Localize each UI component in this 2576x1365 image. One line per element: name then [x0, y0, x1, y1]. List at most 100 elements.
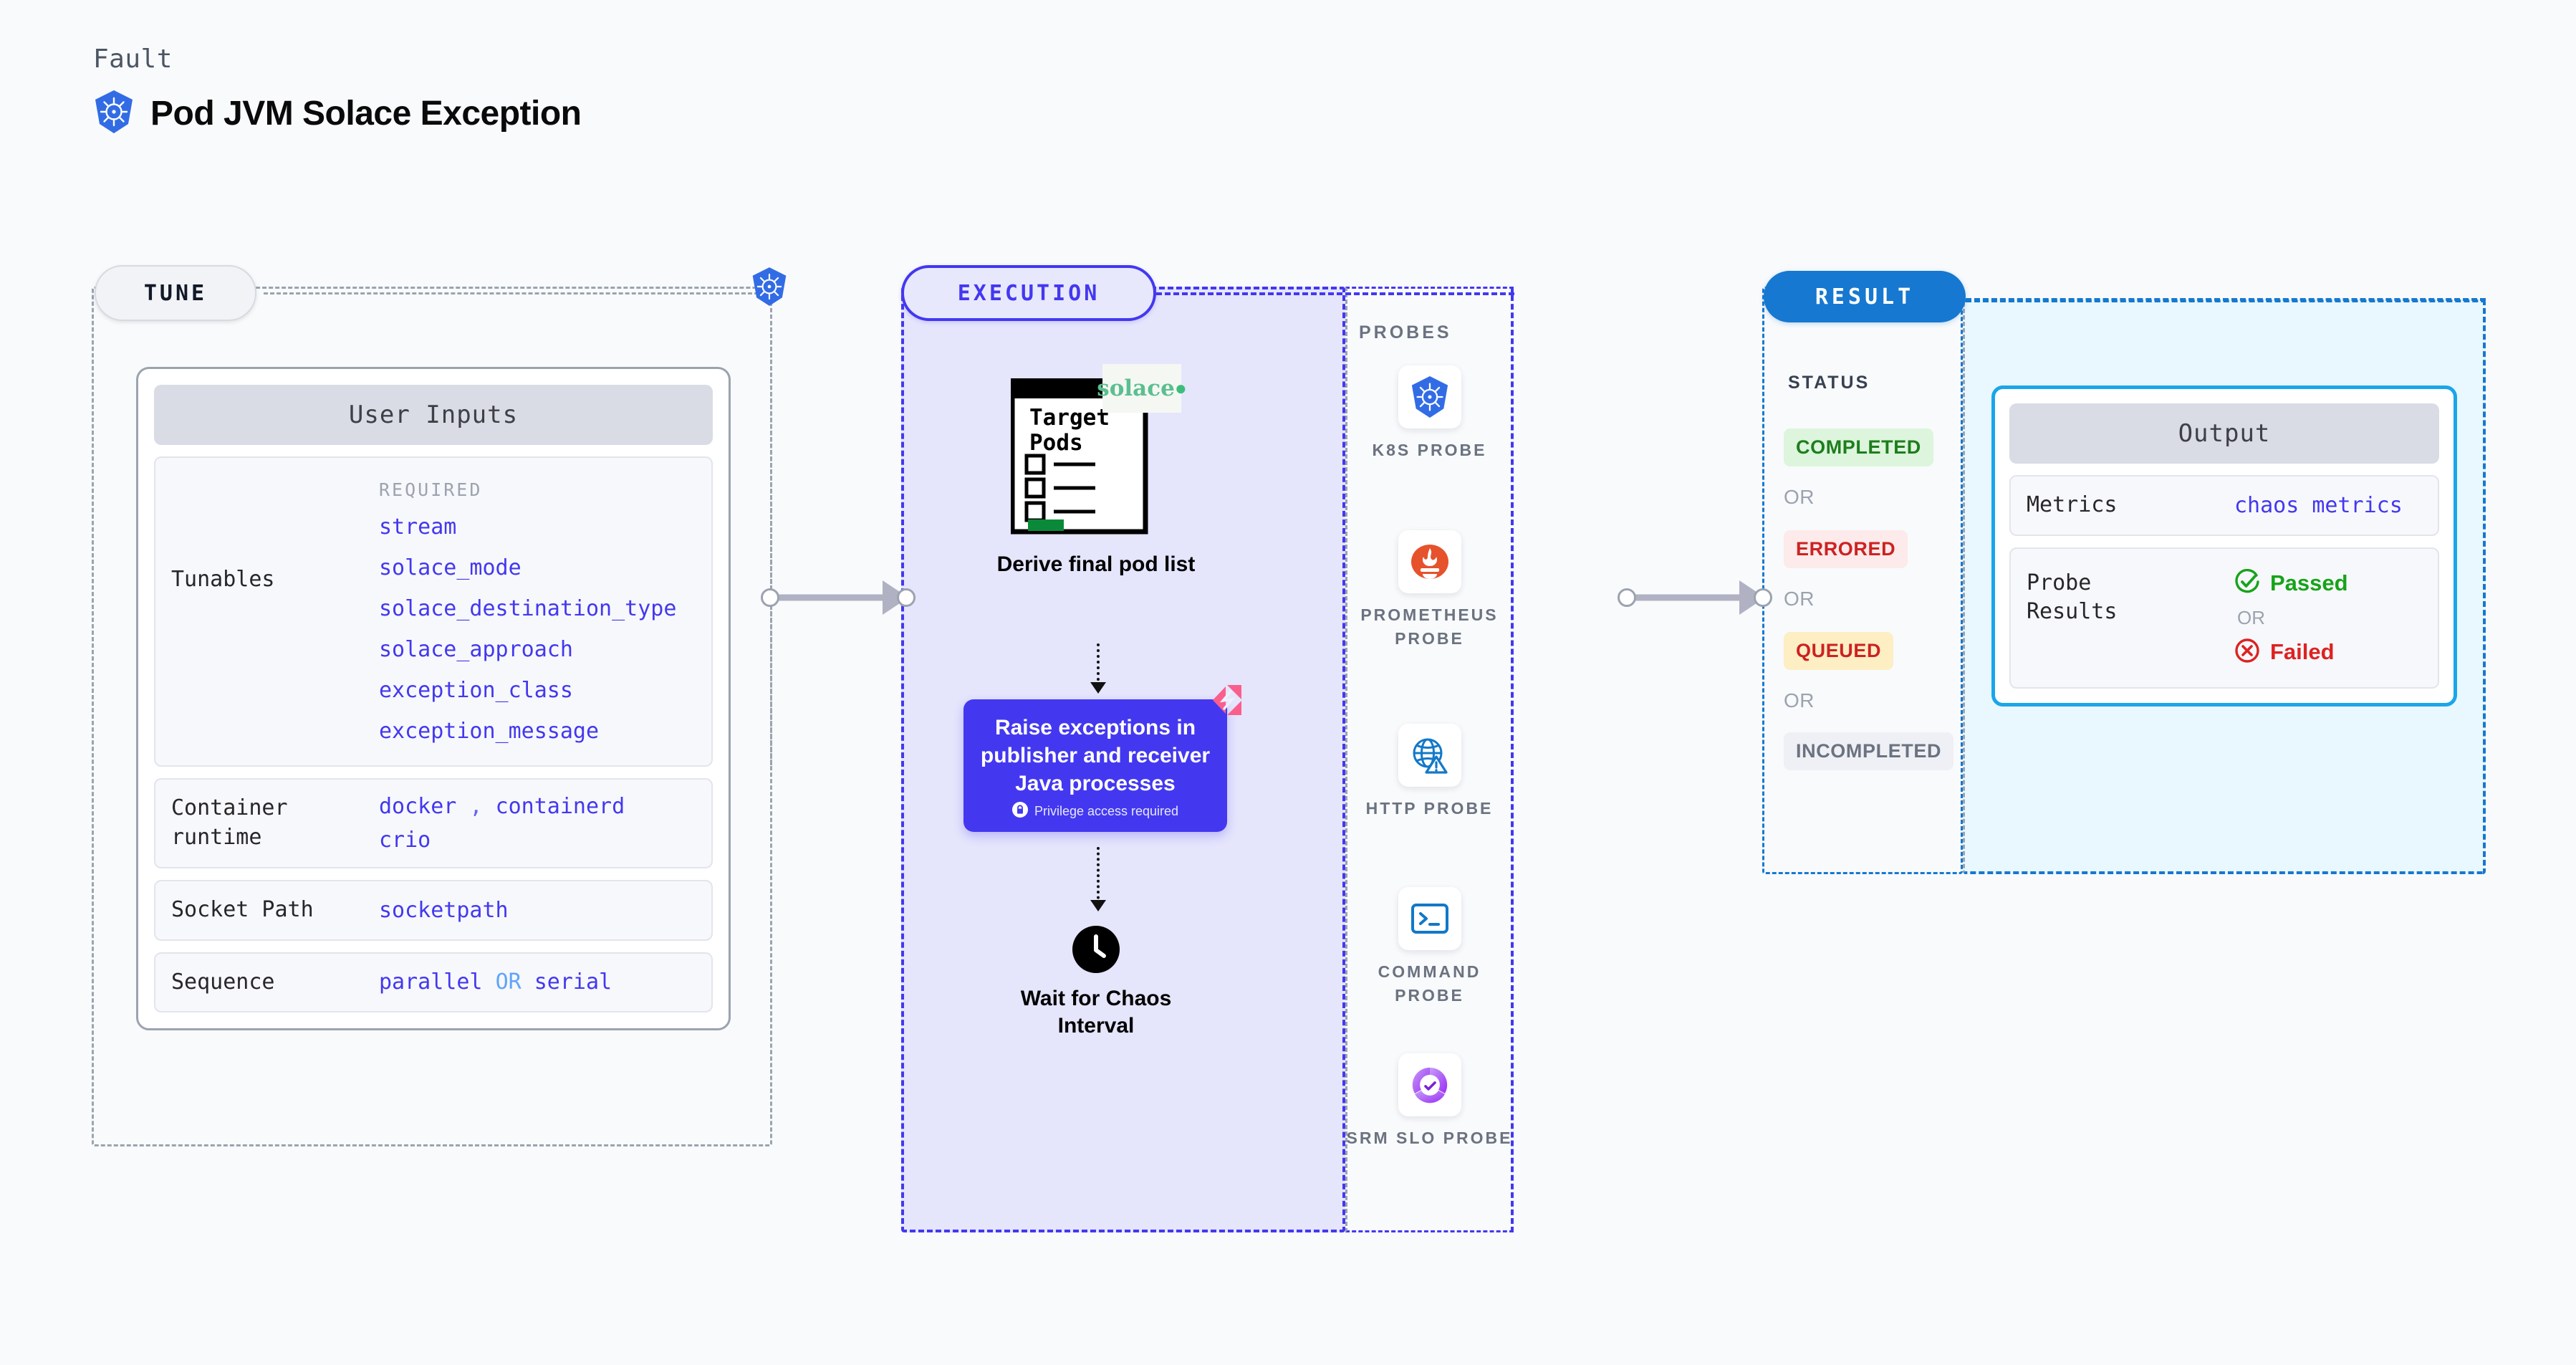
terminal-icon: [1398, 887, 1461, 950]
probe-results-row: Probe Results Passed OR: [2009, 547, 2439, 689]
kubernetes-icon: [751, 267, 788, 310]
probe-srm-slo[interactable]: SRM SLO PROBE: [1345, 1053, 1514, 1150]
user-inputs-title: User Inputs: [154, 385, 713, 445]
socket-path-label: Socket Path: [171, 897, 314, 922]
result-pill[interactable]: RESULT: [1764, 271, 1966, 322]
probe-command[interactable]: COMMAND PROBE: [1345, 887, 1514, 1008]
probe-results-values: Passed OR Failed: [2234, 568, 2348, 667]
litmus-chaos-icon: [1208, 682, 1244, 722]
status-badge-errored: ERRORED: [1784, 530, 1908, 568]
status-or-2: OR: [1784, 588, 1815, 610]
probe-prometheus-label: PROMETHEUS PROBE: [1360, 605, 1499, 648]
privilege-note: Privilege access required: [1011, 802, 1179, 821]
execution-step-derive: Target Pods solace● Derive final pod lis…: [967, 364, 1225, 578]
tunables-values: REQUIRED stream solace_mode solace_desti…: [379, 479, 676, 744]
probe-result-or: OR: [2237, 606, 2265, 628]
http-globe-warning-icon: [1398, 724, 1461, 787]
result-pill-connector: [1966, 298, 2486, 301]
container-runtime-label: Container runtime: [171, 795, 288, 850]
execution-step-wait: Wait for Chaos Interval: [981, 926, 1211, 1040]
result-column: [1762, 287, 1963, 874]
probe-prometheus[interactable]: PROMETHEUS PROBE: [1345, 530, 1514, 651]
raise-step-caption: Raise exceptions in publisher and receiv…: [980, 716, 1211, 795]
lock-icon: [1011, 802, 1028, 821]
probe-k8s-label: K8S PROBE: [1372, 441, 1487, 459]
doc-progress-bar: [1028, 519, 1064, 531]
tune-to-execution-arrow: [761, 580, 915, 615]
required-label: REQUIRED: [379, 479, 483, 500]
tunable-exception-class[interactable]: exception_class: [379, 678, 573, 703]
probe-k8s[interactable]: K8S PROBE: [1345, 365, 1514, 462]
arrow-raise-to-wait: [1090, 847, 1106, 911]
derive-step-caption: Derive final pod list: [996, 552, 1196, 576]
passed-label: Passed: [2270, 570, 2348, 595]
status-title: STATUS: [1788, 373, 1870, 393]
probe-result-failed: Failed: [2234, 638, 2348, 667]
tune-pill-connector: [264, 292, 765, 294]
probe-result-passed: Passed: [2234, 568, 2348, 598]
kubernetes-icon: [1398, 365, 1461, 428]
runtime-docker[interactable]: docker: [379, 794, 457, 819]
probe-command-label: COMMAND PROBE: [1378, 962, 1481, 1005]
tunable-solace-approach[interactable]: solace_approach: [379, 637, 573, 662]
metrics-label: Metrics: [2027, 492, 2118, 517]
execution-pill-connector: [1156, 292, 1514, 295]
execution-pill[interactable]: EXECUTION: [901, 265, 1156, 321]
probe-srm-slo-label: SRM SLO PROBE: [1346, 1129, 1513, 1147]
status-badge-incompleted: INCOMPLETED: [1784, 732, 1954, 770]
solace-logo-text: solace: [1097, 375, 1175, 401]
title-row: Pod JVM Solace Exception: [93, 90, 582, 138]
arrow-derive-to-raise: [1090, 643, 1106, 694]
execution-to-result-arrow: [1618, 580, 1772, 615]
doc-title-line2: Pods: [1029, 430, 1083, 456]
container-runtime-values: docker , containerd crio: [379, 794, 625, 853]
sequence-parallel[interactable]: parallel: [379, 969, 483, 995]
tunable-solace-destination-type[interactable]: solace_destination_type: [379, 596, 677, 621]
srm-slo-icon: [1398, 1053, 1461, 1116]
runtime-crio[interactable]: crio: [379, 828, 431, 853]
prometheus-icon: [1398, 530, 1461, 593]
clock-icon: [981, 926, 1211, 977]
page-header: Fault Pod JVM Solace Exception: [93, 44, 582, 138]
status-or-3: OR: [1784, 689, 1815, 712]
container-runtime-row: Container runtime docker , containerd cr…: [154, 778, 713, 868]
socket-path-value[interactable]: socketpath: [379, 897, 509, 923]
target-pods-document-icon: Target Pods solace●: [1009, 364, 1187, 538]
execution-step-raise[interactable]: Raise exceptions in publisher and receiv…: [963, 685, 1241, 832]
sequence-or: OR: [495, 969, 522, 995]
runtime-containerd[interactable]: containerd: [495, 794, 625, 819]
status-or-1: OR: [1784, 486, 1815, 508]
failed-label: Failed: [2270, 639, 2335, 664]
metrics-row: Metrics chaos metrics: [2009, 475, 2439, 536]
output-card: Output Metrics chaos metrics Probe Resul…: [1991, 385, 2457, 707]
sequence-row: Sequence parallel OR serial: [154, 952, 713, 1012]
privilege-note-text: Privilege access required: [1034, 804, 1179, 818]
fault-kicker: Fault: [93, 44, 173, 74]
metrics-value[interactable]: chaos metrics: [2234, 492, 2403, 518]
status-badge-queued: QUEUED: [1784, 632, 1894, 670]
probe-http-label: HTTP PROBE: [1365, 799, 1494, 818]
probe-http[interactable]: HTTP PROBE: [1345, 724, 1514, 820]
user-inputs-card: User Inputs Tunables REQUIRED stream sol…: [136, 367, 731, 1030]
tunables-row: Tunables REQUIRED stream solace_mode sol…: [154, 456, 713, 767]
kubernetes-icon: [93, 90, 135, 138]
tunable-solace-mode[interactable]: solace_mode: [379, 555, 522, 580]
sequence-label: Sequence: [171, 969, 275, 995]
tune-vertical-connector: [770, 321, 772, 765]
close-circle-icon: [2234, 638, 2260, 667]
page-title: Pod JVM Solace Exception: [150, 95, 582, 133]
sequence-serial[interactable]: serial: [534, 969, 612, 995]
output-title: Output: [2009, 403, 2439, 464]
tunable-exception-message[interactable]: exception_message: [379, 719, 600, 744]
runtime-separator: ,: [469, 794, 483, 819]
tune-pill[interactable]: TUNE: [95, 265, 256, 321]
tunables-label: Tunables: [171, 567, 275, 592]
sequence-values: parallel OR serial: [379, 969, 612, 995]
runtime-line-1[interactable]: docker , containerd: [379, 794, 625, 819]
probes-title: PROBES: [1359, 322, 1452, 343]
status-badge-completed: COMPLETED: [1784, 428, 1933, 466]
tunable-stream[interactable]: stream: [379, 514, 457, 540]
solace-logo: solace●: [1097, 364, 1187, 413]
socket-path-row: Socket Path socketpath: [154, 880, 713, 941]
check-circle-icon: [2234, 568, 2260, 598]
